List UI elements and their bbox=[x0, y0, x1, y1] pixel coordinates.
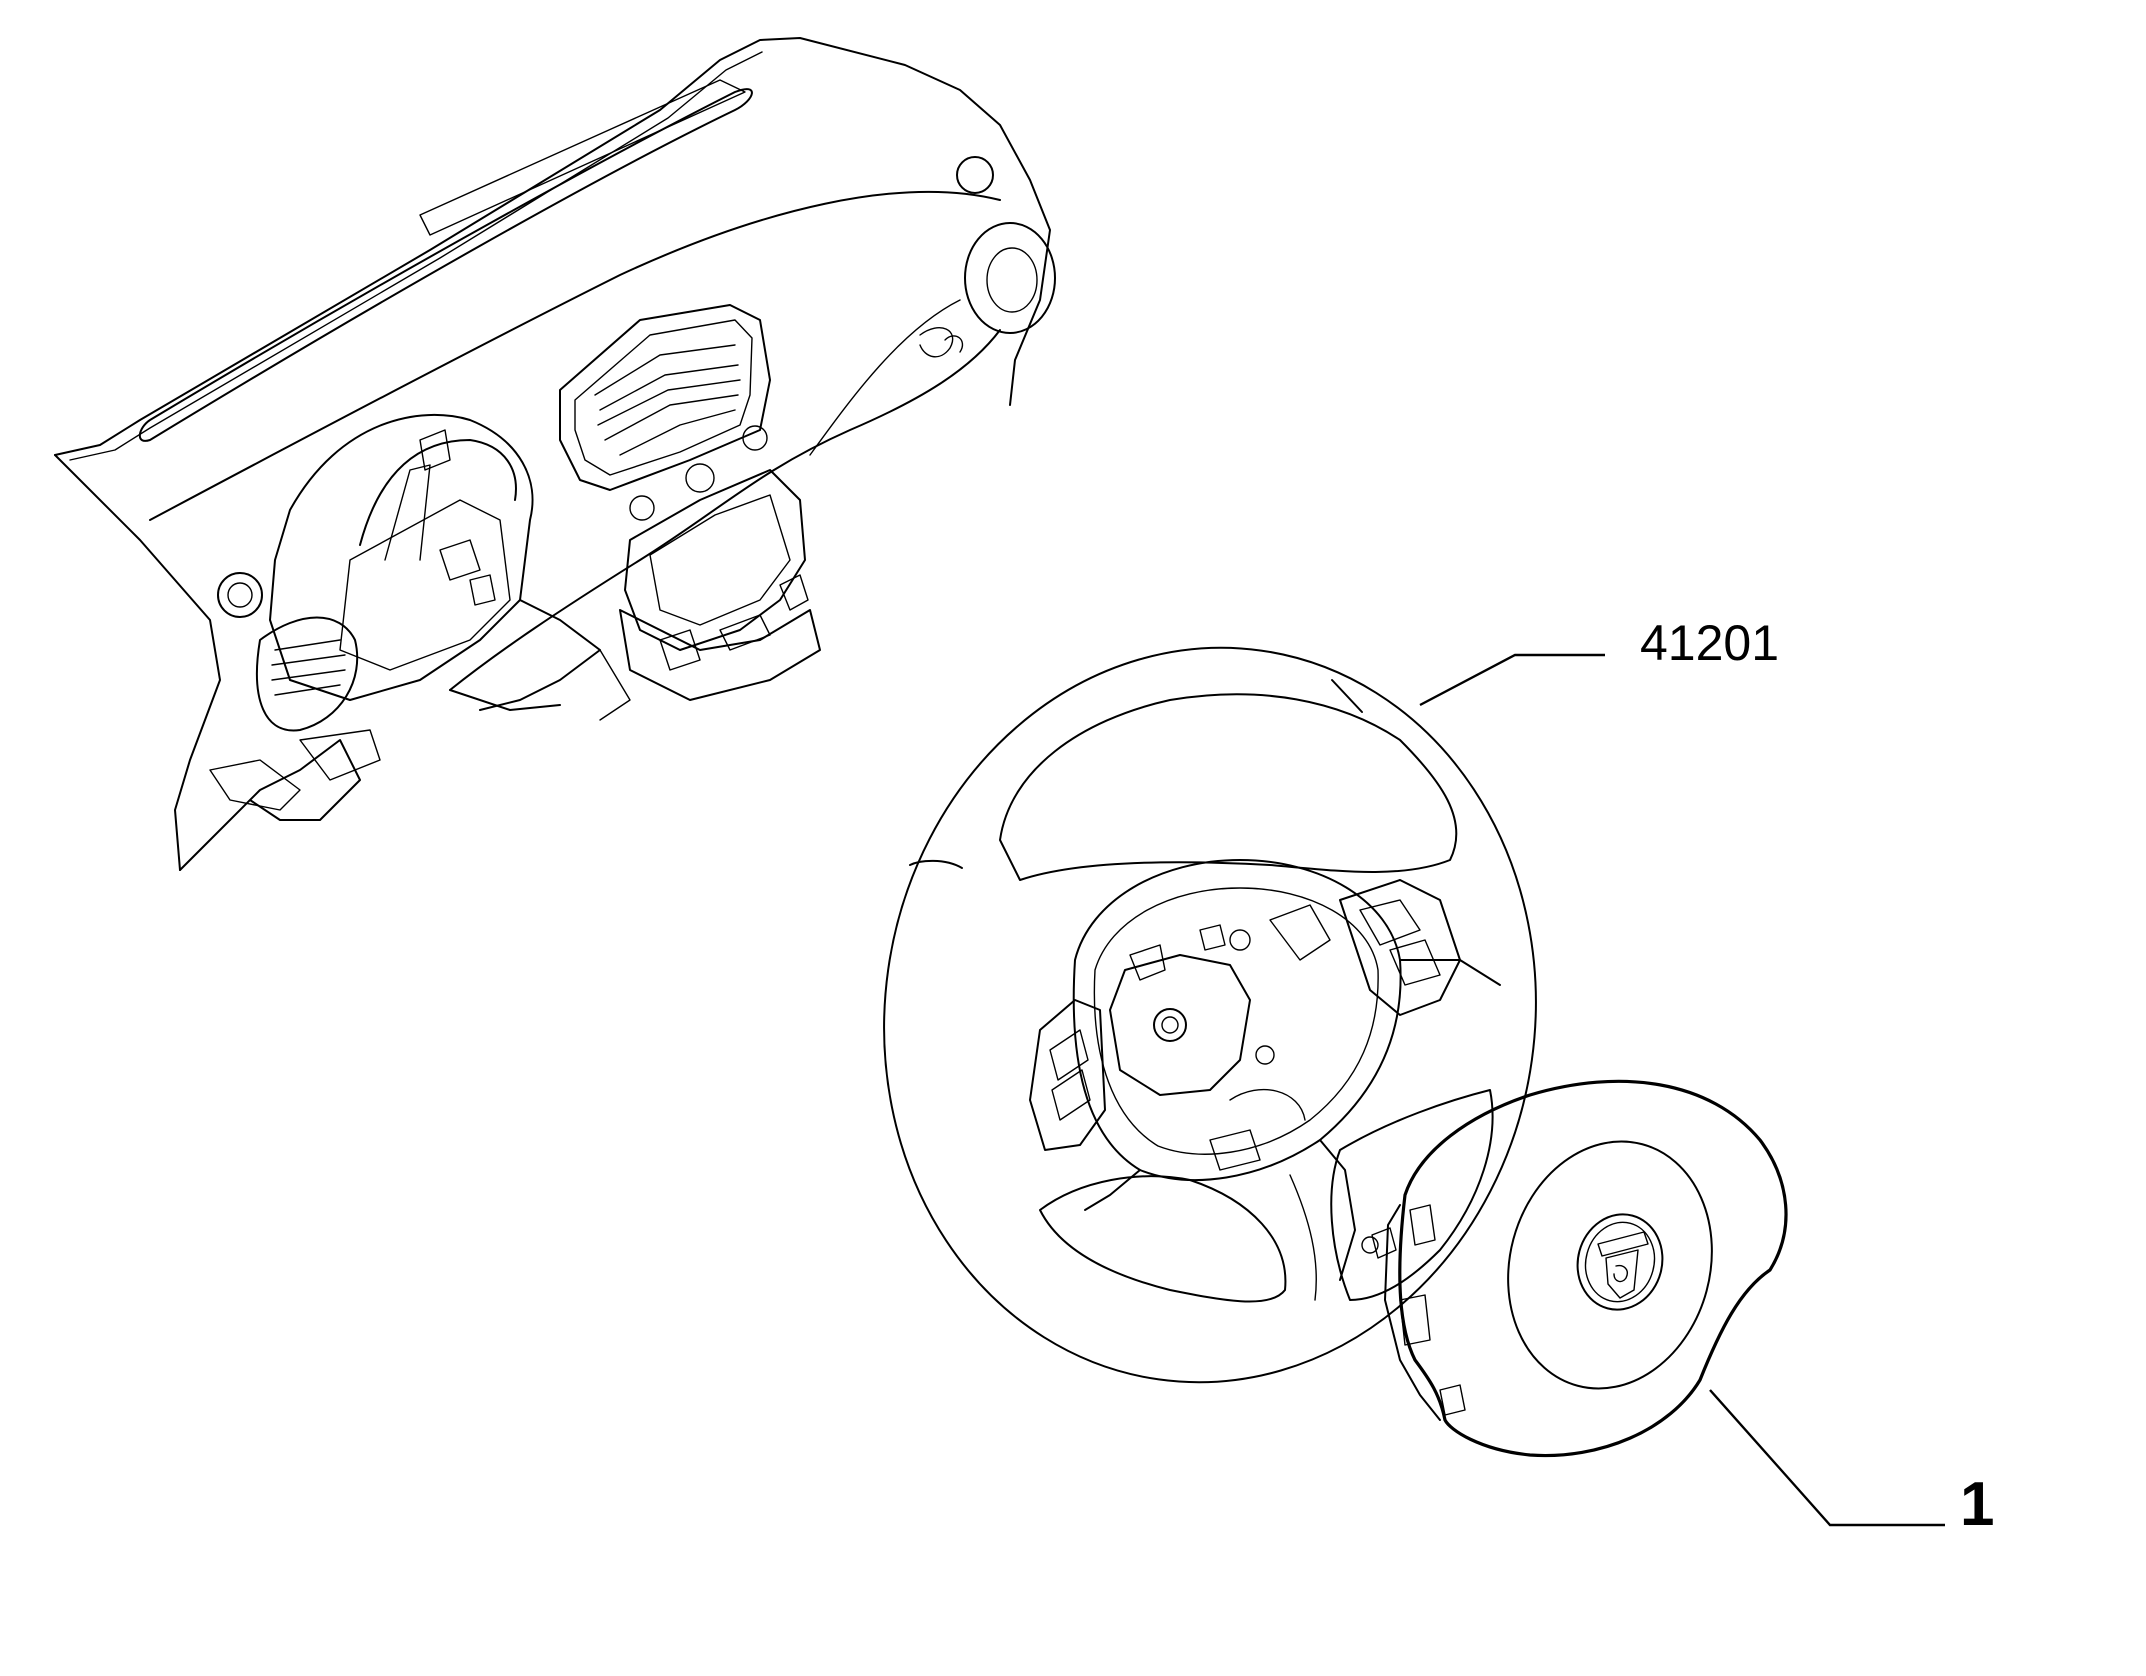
airbag-module bbox=[1361, 1079, 1788, 1458]
callout-leader-41201 bbox=[1419, 653, 1605, 707]
callout-label-1: 1 bbox=[1960, 1470, 1995, 1539]
callout-leader-1 bbox=[1709, 1389, 1945, 1527]
abarth-logo bbox=[1576, 1213, 1664, 1311]
callout-label-41201: 41201 bbox=[1640, 615, 1780, 671]
dashboard-assembly bbox=[54, 37, 1056, 871]
steering-wheel bbox=[883, 646, 1537, 1384]
